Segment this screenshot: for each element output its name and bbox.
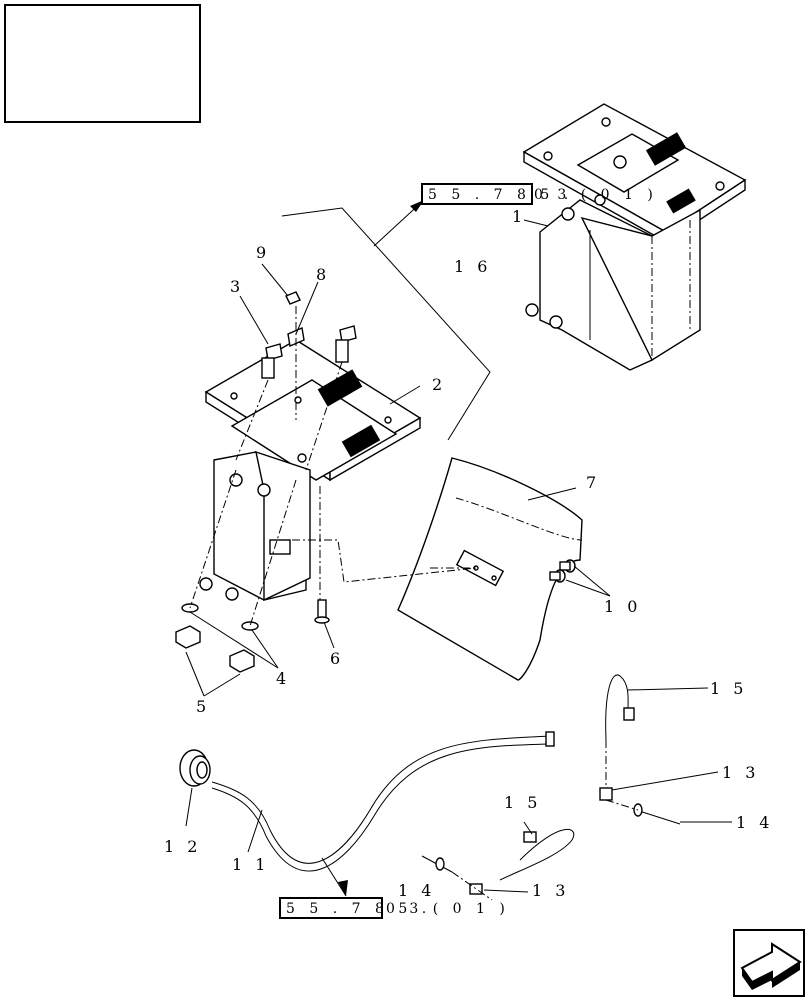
callout-9: 9 — [256, 243, 270, 262]
leader-lines — [185, 219, 732, 893]
nut-9 — [285, 291, 301, 305]
callout-12: 1 2 — [164, 837, 201, 856]
callout-13-right: 1 3 — [722, 763, 759, 782]
callout-4: 4 — [276, 669, 290, 688]
assembly-lines — [189, 306, 639, 901]
bolt-3 — [261, 325, 357, 379]
callout-10: 1 0 — [604, 597, 641, 616]
washer-4 — [181, 603, 259, 631]
nut-5 — [175, 625, 255, 673]
ref-bottom-suffix: 0 3 ( 0 1 ) — [386, 901, 510, 917]
ref-top-boxed: 5 5 . 7 8 5 . — [428, 187, 573, 203]
harness-15-lower — [499, 828, 575, 881]
pin-14 — [421, 803, 681, 873]
ref-arrow-bottom — [321, 857, 348, 897]
callout-6: 6 — [330, 649, 344, 668]
cross-reference-bottom: 5 5 . 7 8 5 . 0 3 ( 0 1 ) — [279, 897, 510, 919]
assembly-1-seat-bracket — [522, 103, 747, 371]
grommet-12 — [179, 749, 211, 787]
cover-7 — [397, 457, 583, 681]
callout-13-bottom: 1 3 — [532, 881, 569, 900]
callout-8: 8 — [316, 265, 330, 284]
callout-5: 5 — [196, 697, 210, 716]
callouts: 1 2 3 4 5 6 7 8 9 1 0 1 1 1 2 1 3 1 3 1 … — [164, 207, 773, 900]
callout-3: 3 — [230, 277, 244, 296]
ref-arrow-top — [373, 199, 425, 247]
mounting-post — [199, 450, 311, 602]
cross-reference-top: 5 5 . 7 8 5 . 0 3 ( 0 1 ) — [421, 183, 658, 205]
group-bracket-16 — [281, 207, 491, 441]
harness-15 — [605, 674, 635, 790]
callout-11: 1 1 — [232, 855, 269, 874]
screw-6 — [314, 599, 330, 624]
ref-top-suffix: 0 3 ( 0 1 ) — [534, 187, 658, 203]
callout-14-right: 1 4 — [736, 813, 773, 832]
callout-15-bottom: 1 5 — [504, 793, 541, 812]
callout-16: 1 6 — [454, 257, 491, 276]
callout-2: 2 — [432, 375, 446, 394]
ref-bottom-boxed: 5 5 . 7 8 5 . — [286, 901, 431, 917]
bolt-10 — [549, 559, 576, 583]
cable-11 — [211, 731, 555, 872]
title-box — [4, 4, 201, 123]
next-page-arrow-icon[interactable] — [733, 929, 805, 997]
callout-1: 1 — [512, 207, 526, 226]
callout-15-right: 1 5 — [710, 679, 747, 698]
assembly-2-bracket-plate — [204, 339, 422, 482]
callout-14-bottom: 1 4 — [398, 881, 435, 900]
callout-7: 7 — [586, 473, 600, 492]
